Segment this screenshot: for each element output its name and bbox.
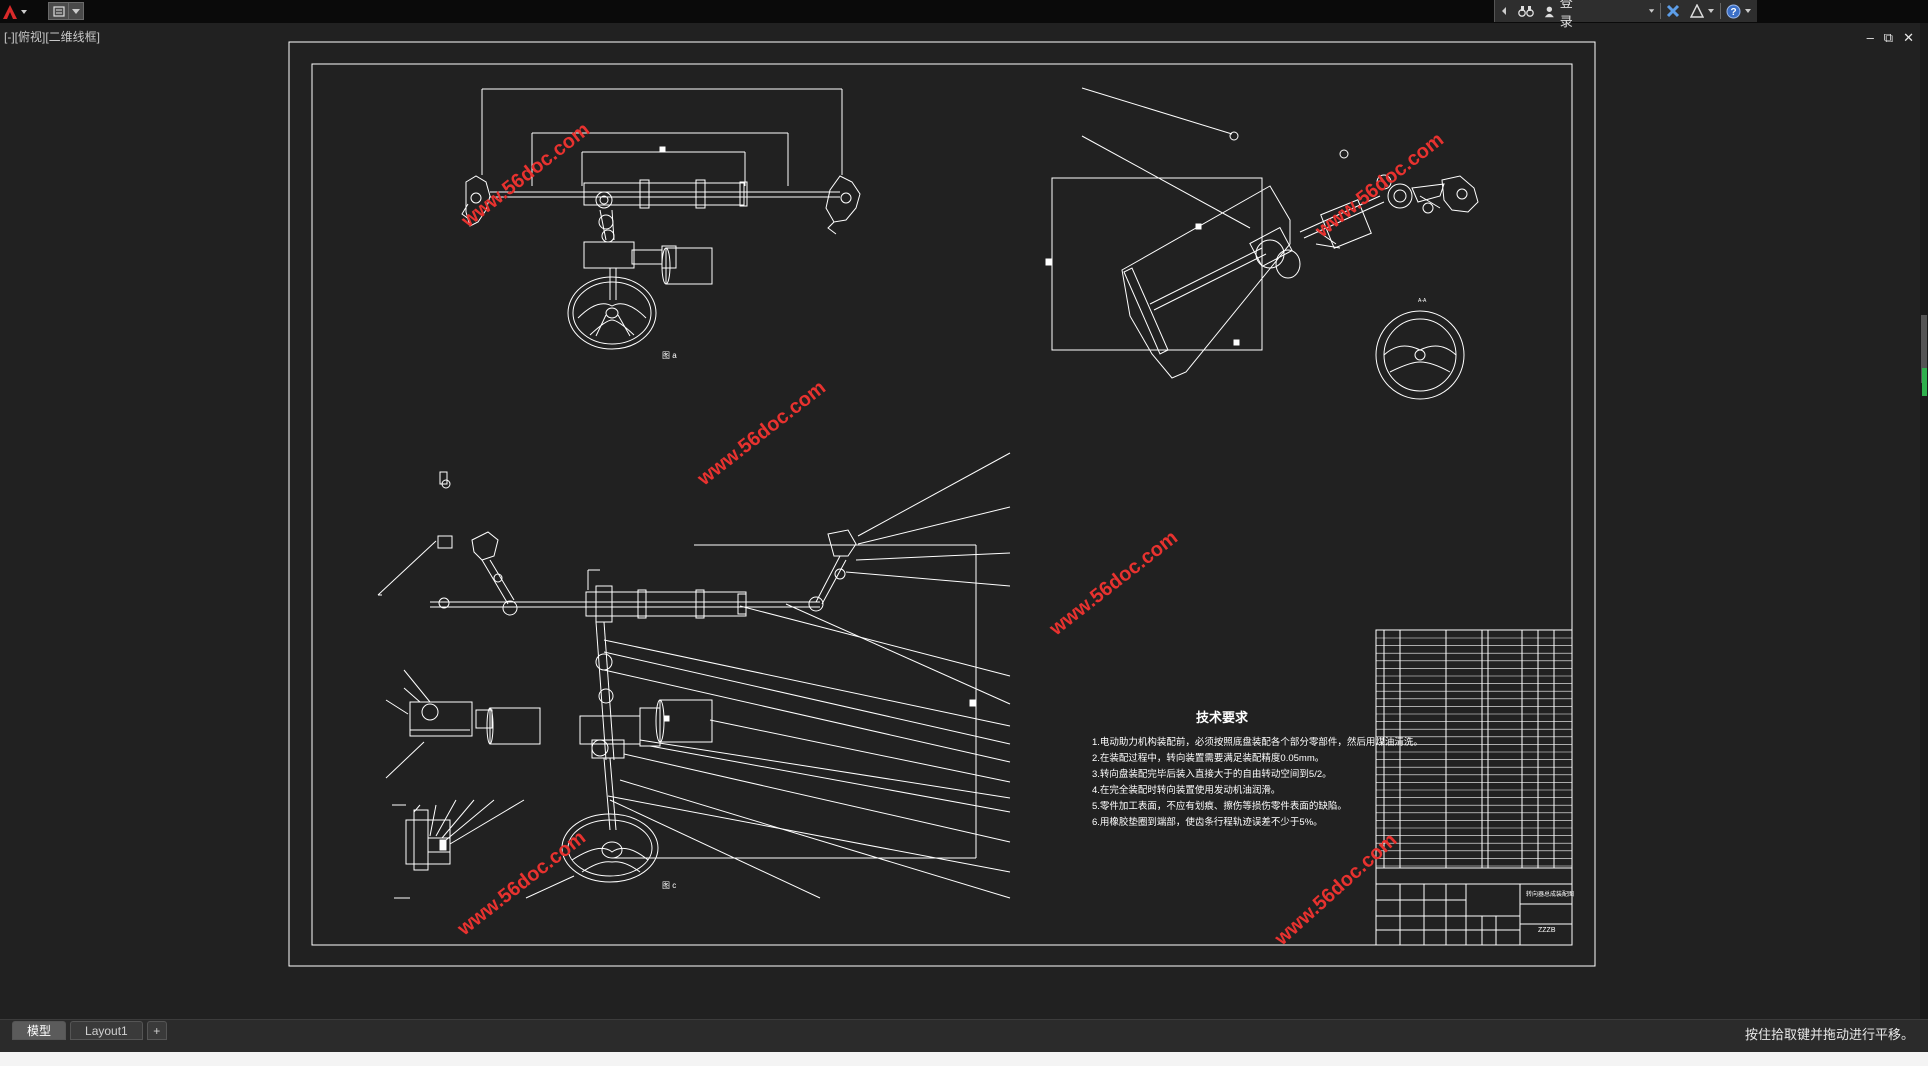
title-block bbox=[1375, 629, 1573, 946]
tech-requirements-list: 1.电动助力机构装配前，必须按照底盘装配各个部分零部件，然后用煤油清洗。 2.在… bbox=[1092, 736, 1423, 828]
svg-text:A-A: A-A bbox=[1418, 298, 1427, 304]
user-icon bbox=[1544, 6, 1554, 17]
svg-text:?: ? bbox=[1730, 7, 1736, 18]
infocenter-prev-button[interactable] bbox=[1495, 0, 1513, 22]
drawing-window-controls: – ⧉ ✕ bbox=[1867, 30, 1914, 46]
exchange-x-icon bbox=[1666, 4, 1680, 18]
sign-in-label: 登录 bbox=[1559, 0, 1573, 29]
autocad-logo-icon bbox=[3, 4, 17, 19]
watermark-text: www.56doc.com bbox=[453, 827, 590, 941]
application-title-bar: 登录 ? bbox=[0, 0, 1928, 29]
sheet-outer-border bbox=[288, 41, 1596, 967]
tech-requirements-title: 技术要求 bbox=[1196, 710, 1249, 725]
vertical-scrollbar[interactable] bbox=[1920, 23, 1928, 1023]
layout-tab-bar: 模型 Layout1 + bbox=[0, 1019, 1928, 1041]
tab-layout1[interactable]: Layout1 bbox=[70, 1021, 143, 1040]
chevron-down-icon bbox=[1708, 9, 1715, 13]
sheet-inner-border bbox=[311, 63, 1573, 946]
watermark-text: www.56doc.com bbox=[693, 377, 830, 491]
view-label-c: 图 c bbox=[662, 881, 676, 890]
leader-lines bbox=[385, 452, 1011, 899]
toolbar-separator bbox=[1720, 3, 1721, 19]
exchange-apps-button[interactable] bbox=[1661, 0, 1685, 22]
minimize-button[interactable]: – bbox=[1866, 30, 1874, 45]
workspace-icon bbox=[52, 6, 65, 17]
navigation-bar-indicator bbox=[1922, 368, 1927, 396]
search-binoculars-button[interactable] bbox=[1513, 0, 1539, 22]
status-bar bbox=[0, 1052, 1928, 1066]
infocenter-toolbar: 登录 ? bbox=[1494, 0, 1757, 29]
binoculars-icon bbox=[1518, 6, 1534, 17]
tech-requirement-line: 2.在装配过程中，转向装置需要满足装配精度0.05mm。 bbox=[1092, 752, 1324, 764]
chevron-left-icon bbox=[1502, 7, 1506, 15]
add-layout-button[interactable]: + bbox=[146, 1021, 167, 1040]
viewport-controls-label[interactable]: [-][俯视][二维线框] bbox=[4, 30, 101, 44]
application-menu-button[interactable] bbox=[2, 1, 32, 22]
tab-model[interactable]: 模型 bbox=[12, 1021, 67, 1040]
tech-requirement-line: 4.在完全装配时转向装置使用发动机油润滑。 bbox=[1092, 784, 1280, 796]
autodesk-a360-button[interactable] bbox=[1685, 0, 1720, 22]
tech-requirement-line: 5.零件加工表面，不应有划痕、擦伤等损伤零件表面的缺陷。 bbox=[1092, 800, 1347, 812]
quick-access-dropdown[interactable] bbox=[68, 2, 84, 20]
help-icon: ? bbox=[1726, 4, 1741, 18]
close-button[interactable]: ✕ bbox=[1903, 30, 1914, 45]
tech-requirement-line: 3.转向盘装配完毕后装入直接大于的自由转动空间到5/2。 bbox=[1092, 768, 1332, 780]
isometric-view-assembly: A-A bbox=[1045, 87, 1479, 400]
drawing-svg[interactable]: A-A bbox=[0, 23, 1920, 1019]
help-button[interactable]: ? bbox=[1721, 0, 1757, 22]
title-block-name: 转向器总成装配图 bbox=[1526, 890, 1574, 898]
drawing-canvas[interactable]: A-A bbox=[0, 23, 1920, 1019]
bill-of-materials-rows bbox=[1376, 637, 1572, 867]
main-assembly-view bbox=[377, 471, 977, 883]
view-label-a: 图 a bbox=[662, 351, 677, 360]
toolbar-separator bbox=[1660, 3, 1662, 19]
tech-requirement-line: 6.用橡胶垫圈到端部，使齿条行程轨迹误差不少于5%。 bbox=[1092, 816, 1323, 828]
a360-icon bbox=[1690, 4, 1705, 18]
watermark-text: www.56doc.com bbox=[1045, 527, 1182, 641]
tech-requirement-line: 1.电动助力机构装配前，必须按照底盘装配各个部分零部件，然后用煤油清洗。 bbox=[1092, 736, 1423, 748]
top-view-assembly bbox=[461, 88, 861, 350]
command-line-area[interactable] bbox=[0, 1041, 1928, 1052]
title-block-drawing-number: ZZZB bbox=[1538, 927, 1556, 934]
restore-button[interactable]: ⧉ bbox=[1883, 30, 1894, 45]
sign-in-button[interactable]: 登录 bbox=[1539, 0, 1660, 29]
scrollbar-thumb[interactable] bbox=[1921, 315, 1927, 383]
chevron-down-icon bbox=[21, 9, 27, 14]
chevron-down-icon bbox=[72, 9, 80, 14]
chevron-down-icon bbox=[1648, 9, 1655, 13]
watermark-text: www.56doc.com bbox=[1270, 829, 1401, 950]
watermark-text: www.56doc.com bbox=[1311, 129, 1448, 243]
command-prompt-text: 按住拾取键并拖动进行平移。 bbox=[1744, 1027, 1914, 1042]
chevron-down-icon bbox=[1744, 9, 1751, 13]
watermark-text: www.56doc.com bbox=[457, 119, 594, 233]
